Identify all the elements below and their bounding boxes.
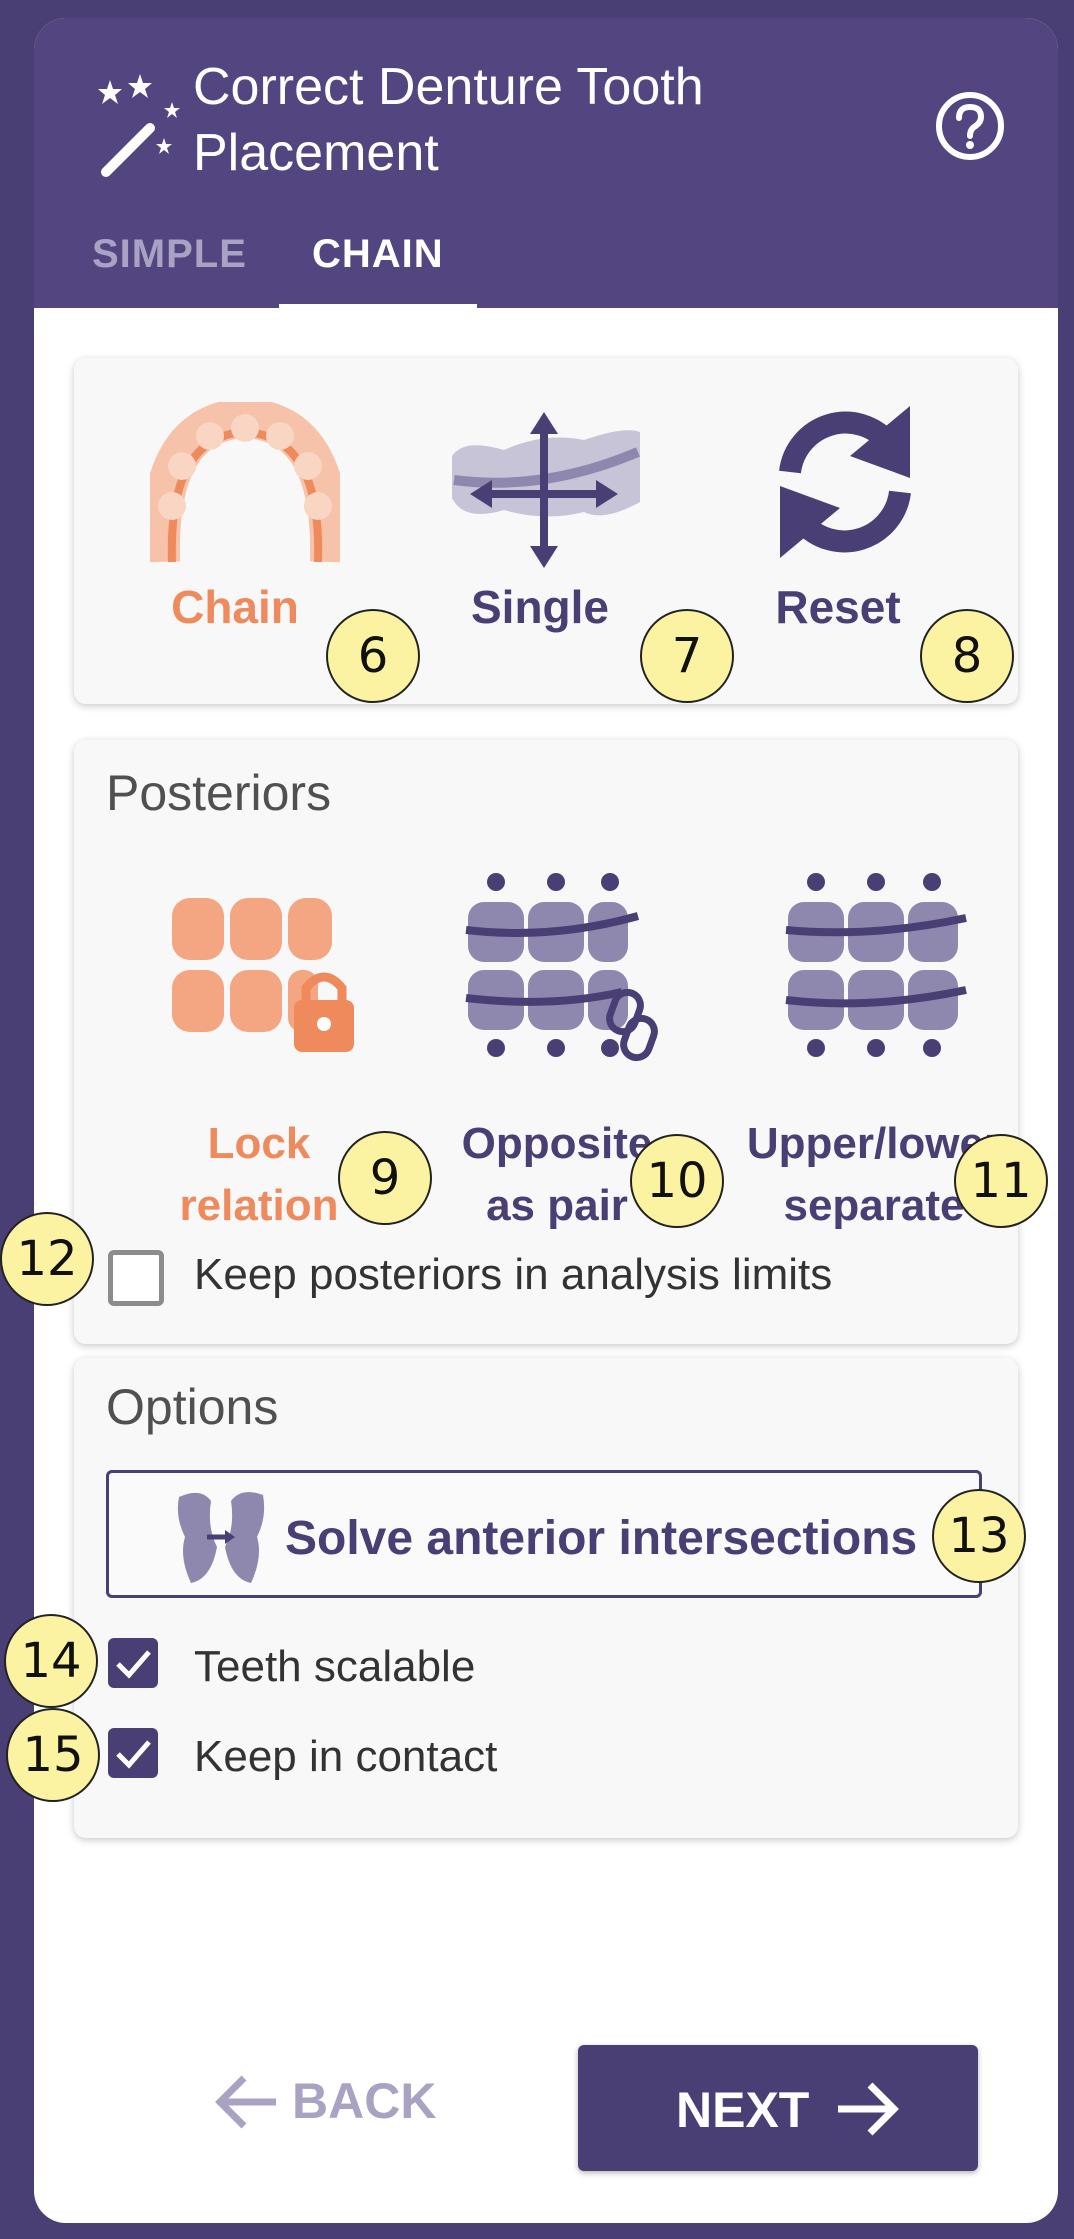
- lock-relation-line1: Lock: [207, 1119, 311, 1168]
- chain-mode-label: Chain: [171, 581, 299, 633]
- next-label: NEXT: [676, 2082, 810, 2138]
- callout-12: 12: [0, 1212, 94, 1306]
- title-line-1: Correct Denture Tooth: [193, 58, 704, 116]
- callout-13: 13: [932, 1489, 1026, 1583]
- checkmark-icon: [116, 1740, 151, 1769]
- mode-card: Chain Single Reset: [74, 358, 1018, 704]
- teeth-scalable-label: Teeth scalable: [194, 1642, 476, 1691]
- callout-9: 9: [338, 1131, 432, 1225]
- magic-wand-icon: [98, 74, 180, 177]
- dental-arch-icon: [150, 402, 340, 563]
- reset-icon: [779, 406, 911, 558]
- title-line-2: Placement: [193, 124, 439, 182]
- upper-lower-line2: separate: [783, 1181, 965, 1230]
- opposite-pair-line1: Opposite: [461, 1119, 653, 1168]
- single-mode-button[interactable]: Single: [430, 402, 650, 682]
- lock-relation-icon: [172, 898, 354, 1052]
- active-tab-indicator: [279, 304, 477, 310]
- options-card: Options Solve anterior intersections Tee…: [74, 1358, 1018, 1838]
- solve-intersections-icon: [177, 1492, 265, 1583]
- page-title: Correct Denture Tooth Placement: [193, 54, 813, 186]
- callout-15: 15: [6, 1708, 100, 1802]
- callout-10: 10: [630, 1134, 724, 1228]
- header: Correct Denture Tooth Placement SIMPLE C…: [34, 18, 1058, 310]
- callout-7: 7: [640, 609, 734, 703]
- keep-in-contact-label: Keep in contact: [194, 1732, 498, 1781]
- callout-14: 14: [4, 1614, 98, 1708]
- keep-in-contact-checkbox[interactable]: [108, 1728, 158, 1778]
- next-button[interactable]: NEXT: [578, 2045, 978, 2171]
- callout-8: 8: [920, 609, 1014, 703]
- chain-mode-button[interactable]: Chain: [130, 402, 340, 682]
- opposite-pair-icon: [465, 873, 658, 1062]
- solve-anterior-intersections-button[interactable]: Solve anterior intersections: [106, 1470, 982, 1598]
- main-panel: Correct Denture Tooth Placement SIMPLE C…: [34, 18, 1058, 2223]
- opposite-as-pair-button[interactable]: Opposite as pair: [432, 873, 682, 1252]
- tab-chain[interactable]: CHAIN: [312, 232, 444, 276]
- tab-simple[interactable]: SIMPLE: [92, 232, 247, 276]
- move-single-tooth-icon: [452, 412, 640, 568]
- posteriors-card: Posteriors Lock relation: [74, 740, 1018, 1344]
- checkmark-icon: [116, 1650, 151, 1679]
- solve-anterior-label: Solve anterior intersections: [285, 1512, 918, 1565]
- keep-posteriors-checkbox[interactable]: [108, 1250, 164, 1306]
- back-button[interactable]: BACK: [184, 2048, 484, 2148]
- keep-posteriors-label: Keep posteriors in analysis limits: [194, 1250, 833, 1299]
- reset-button[interactable]: Reset: [738, 402, 938, 682]
- back-label: BACK: [292, 2073, 437, 2129]
- lock-relation-line2: relation: [179, 1181, 339, 1230]
- upper-lower-separate-icon: [785, 873, 967, 1057]
- help-icon[interactable]: [934, 90, 1006, 162]
- lock-relation-button[interactable]: Lock relation: [134, 892, 384, 1252]
- reset-label: Reset: [775, 581, 901, 633]
- single-mode-label: Single: [470, 581, 610, 633]
- callout-11: 11: [954, 1134, 1048, 1228]
- opposite-pair-line2: as pair: [486, 1181, 628, 1230]
- teeth-scalable-checkbox[interactable]: [108, 1638, 158, 1688]
- arrow-right-icon: [838, 2082, 899, 2136]
- options-title: Options: [106, 1379, 279, 1435]
- callout-6: 6: [326, 609, 420, 703]
- posteriors-title: Posteriors: [106, 765, 332, 821]
- arrow-left-icon: [215, 2075, 276, 2129]
